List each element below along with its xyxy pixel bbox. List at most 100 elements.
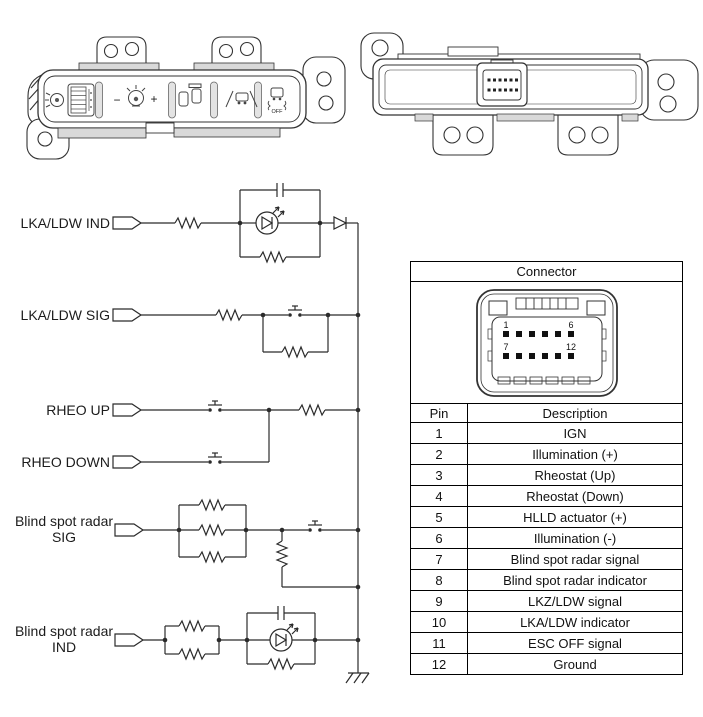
connector-title: Connector xyxy=(410,261,683,282)
pin-cell: 6 xyxy=(410,527,468,549)
push-switch-symbol xyxy=(308,520,322,532)
front-right-bracket-icon xyxy=(302,56,346,124)
terminal-arrow xyxy=(112,308,143,322)
terminal-arrow xyxy=(112,455,143,469)
rear-bottom-tab-right-icon xyxy=(557,114,619,156)
signal-label-line2: IND xyxy=(52,639,76,655)
dimmer-button[interactable]: − + xyxy=(113,85,158,107)
dimmer-plus-label: + xyxy=(150,92,157,106)
table-row: 10 LKA/LDW indicator xyxy=(410,611,683,633)
connector-pins xyxy=(502,331,574,359)
description-cell: IGN xyxy=(467,422,683,444)
lane-keeping-button-icon[interactable] xyxy=(225,90,258,108)
led-symbol xyxy=(247,623,315,652)
table-row: 6 Illumination (-) xyxy=(410,527,683,549)
diode-symbol xyxy=(320,216,358,230)
terminal-arrow xyxy=(112,403,143,417)
pin-cell: 10 xyxy=(410,611,468,633)
pin-cell: 7 xyxy=(410,548,468,570)
table-row: 3 Rheostat (Up) xyxy=(410,464,683,486)
resistor-symbol xyxy=(174,216,202,230)
resistor-symbol xyxy=(298,403,326,417)
led-symbol xyxy=(240,206,320,235)
signal-row-lka-ldw-ind: LKA/LDW IND xyxy=(21,183,358,264)
connector-corner-slot xyxy=(586,300,605,316)
table-row: 4 Rheostat (Down) xyxy=(410,485,683,507)
capacitor-symbol xyxy=(247,606,315,620)
ground-symbol xyxy=(345,672,370,684)
description-cell: Blind spot radar indicator xyxy=(467,569,683,591)
connector-image-cell: 1 6 7 12 xyxy=(410,281,683,404)
table-row: 9 LKZ/LDW signal xyxy=(410,590,683,612)
button-separators xyxy=(95,81,262,119)
esc-off-button-icon[interactable]: OFF xyxy=(267,87,287,115)
signal-label: RHEO DOWN xyxy=(21,454,110,470)
pull-down-resistor-symbol xyxy=(275,530,358,588)
esc-off-label: OFF xyxy=(272,109,284,115)
pin-cell: 12 xyxy=(410,653,468,675)
dimmer-minus-label: − xyxy=(113,93,120,107)
connector-bottom-ridge xyxy=(497,376,590,385)
pin-header: Pin xyxy=(410,403,468,423)
signal-label-line1: Blind spot radar xyxy=(15,513,113,529)
push-switch-symbol xyxy=(208,452,222,464)
pin-label-1: 1 xyxy=(503,320,508,330)
description-cell: HLLD actuator (+) xyxy=(467,506,683,528)
resistor-symbol xyxy=(165,647,219,661)
rear-bottom-strip xyxy=(496,113,555,122)
signal-label: LKA/LDW IND xyxy=(21,215,110,231)
rear-top-tab xyxy=(447,46,499,57)
signal-row-rheo-up: RHEO UP xyxy=(46,400,361,418)
front-bottom-notch xyxy=(145,122,175,134)
pin-cell: 2 xyxy=(410,443,468,465)
signal-row-blind-spot-ind: Blind spot radar IND xyxy=(15,606,361,671)
description-header: Description xyxy=(467,403,683,423)
resistor-symbol xyxy=(240,250,320,264)
switch-front-view: − + xyxy=(26,36,346,160)
description-cell: Rheostat (Down) xyxy=(467,485,683,507)
push-switch-symbol xyxy=(208,400,222,412)
description-cell: Ground xyxy=(467,653,683,675)
pin-cell: 11 xyxy=(410,632,468,654)
resistor-symbol xyxy=(263,345,328,359)
description-cell: ESC OFF signal xyxy=(467,632,683,654)
terminal-arrow xyxy=(114,633,145,647)
signal-label: LKA/LDW SIG xyxy=(21,307,110,323)
description-cell: Illumination (-) xyxy=(467,527,683,549)
resistor-symbol xyxy=(215,308,243,322)
blind-spot-button-icon[interactable] xyxy=(178,83,202,107)
front-body-inner-line xyxy=(43,75,301,123)
front-bottom-strip xyxy=(173,127,281,138)
signal-row-blind-spot-sig: Blind spot radar SIG xyxy=(15,498,361,590)
description-cell: Blind spot radar signal xyxy=(467,548,683,570)
terminal-arrow xyxy=(112,216,143,230)
terminal-arrow xyxy=(114,523,145,537)
table-row: 1 IGN xyxy=(410,422,683,444)
leveling-thumbwheel[interactable] xyxy=(67,83,95,117)
table-row: 2 Illumination (+) xyxy=(410,443,683,465)
push-switch-symbol xyxy=(288,305,302,317)
description-cell: Illumination (+) xyxy=(467,443,683,465)
circuit-schematic: LKA/LDW IND xyxy=(15,183,370,684)
pin-cell: 5 xyxy=(410,506,468,528)
rear-bottom-strip xyxy=(414,113,434,122)
signal-label-line1: Blind spot radar xyxy=(15,623,113,639)
resistor-symbol xyxy=(165,619,219,633)
connector-top-ridge xyxy=(515,297,578,310)
signal-label-line2: SIG xyxy=(52,529,76,545)
switch-rear-view xyxy=(360,32,699,156)
connector-cavity xyxy=(491,316,602,382)
connector-table: Connector xyxy=(410,261,683,675)
capacitor-symbol xyxy=(240,183,320,197)
rear-right-bracket-icon xyxy=(639,59,699,121)
rear-bottom-tab-left-icon xyxy=(432,114,494,156)
rear-bottom-strip xyxy=(621,113,639,122)
resistor-symbol xyxy=(179,550,246,564)
signal-label: RHEO UP xyxy=(46,402,110,418)
table-row: 11 ESC OFF signal xyxy=(410,632,683,654)
signal-row-lka-ldw-sig: LKA/LDW SIG xyxy=(21,305,361,359)
table-row: 12 Ground xyxy=(410,653,683,675)
signal-row-rheo-down: RHEO DOWN xyxy=(21,410,270,470)
